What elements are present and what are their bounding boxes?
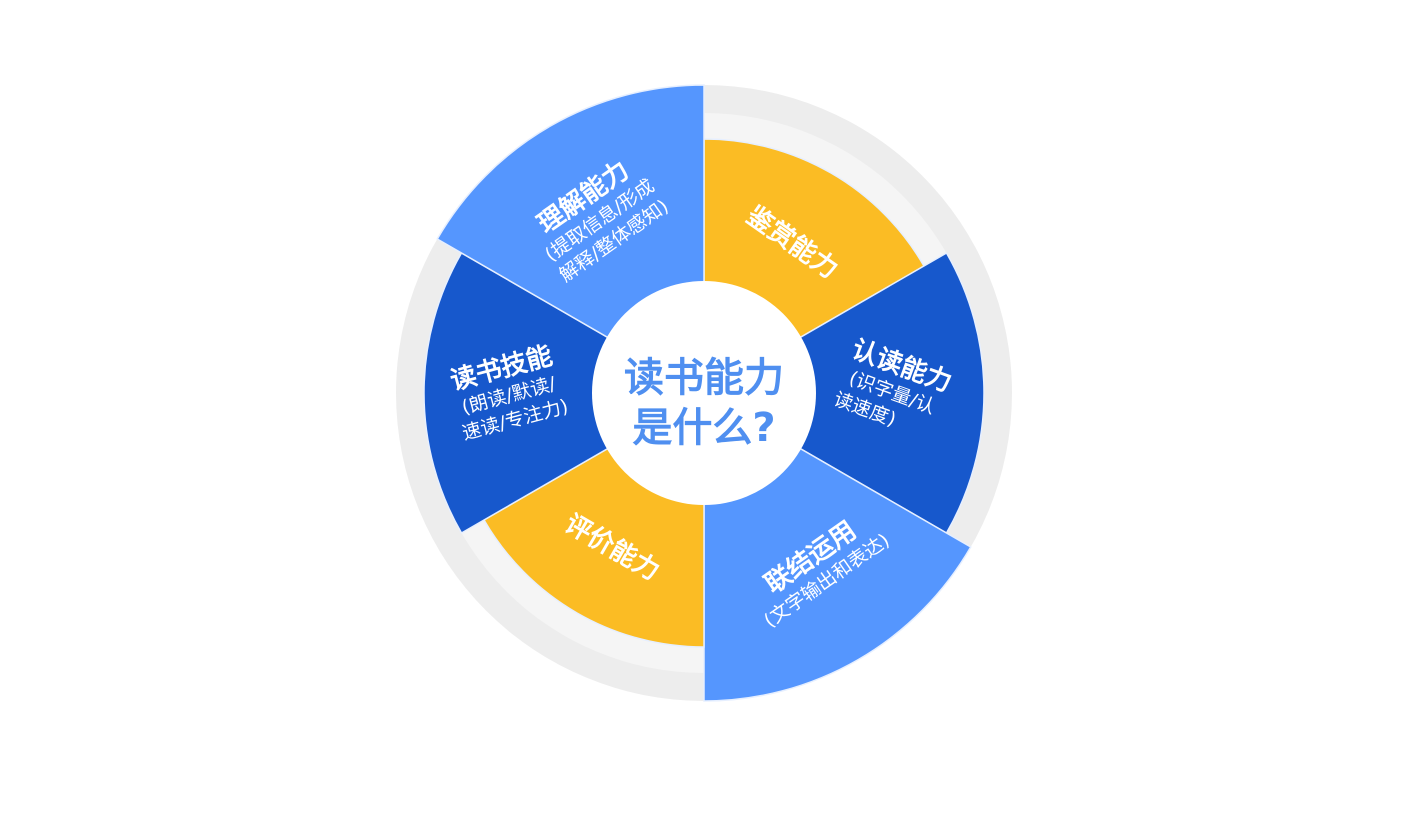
center-title-line1: 读书能力 [624,355,784,401]
sector-2 [702,251,985,535]
sector-5 [423,251,706,535]
center-title-line2: 是什么? [632,405,776,451]
center-title: 读书能力 是什么? [624,353,784,453]
center-circle [592,281,816,505]
